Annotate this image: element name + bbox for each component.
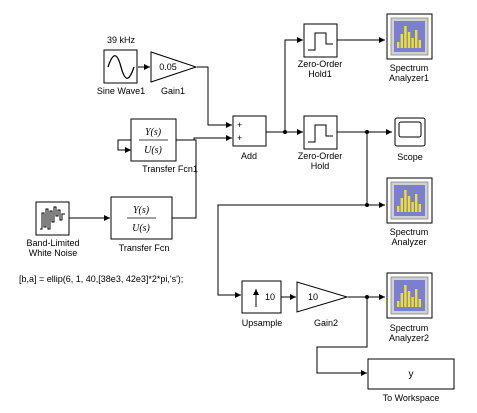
spectrum-analyzer1-block[interactable]: Spectrum Analyzer1 (386, 13, 433, 83)
spectrum-analyzer2-label-line2: Analyzer2 (389, 333, 429, 343)
upsample-block[interactable]: 10 Upsample (241, 280, 283, 328)
spectrum-analyzer1-icon (397, 26, 421, 48)
transfer-fcn-label: Transfer Fcn (119, 243, 170, 253)
spectrum-analyzer2-icon (397, 285, 421, 307)
zoh-label-line2: Hold (311, 161, 330, 171)
ellip-annotation: [b,a] = ellip(6, 1, 40,[38e3, 42e3]*2*pi… (19, 274, 183, 284)
spectrum-analyzer-icon (397, 190, 421, 212)
zoh1-label-line2: Hold1 (308, 69, 332, 79)
scope-label: Scope (397, 152, 423, 162)
zoh-step-icon (308, 124, 333, 143)
add-plus-2: + (237, 133, 242, 143)
noise-label-line1: Band-Limited (26, 238, 79, 248)
band-limited-white-noise-block[interactable]: Band-Limited White Noise (26, 201, 80, 258)
transfer-fcn-block[interactable]: Y(s) U(s) Transfer Fcn (110, 196, 173, 253)
zoh-label-line1: Zero-Order (298, 151, 343, 161)
upsample-label: Upsample (242, 318, 283, 328)
add-label: Add (241, 151, 257, 161)
branch-point-add (283, 130, 287, 134)
add-block[interactable]: + + Add (232, 115, 267, 161)
spectrum-analyzer2-label-line1: Spectrum (390, 323, 429, 333)
sine-wave-label: Sine Wave1 (97, 86, 145, 96)
scope-block[interactable]: Scope (394, 117, 426, 162)
noise-label-line2: White Noise (29, 248, 78, 258)
transfer-fcn-denominator: U(s) (132, 223, 150, 234)
noise-icon (40, 206, 65, 230)
branch-point-gain2 (365, 295, 369, 299)
gain2-block[interactable]: 10 Gain2 (296, 281, 349, 328)
to-workspace-block[interactable]: y To Workspace (367, 358, 455, 403)
sine-wave-block[interactable]: 39 kHz Sine Wave1 (97, 35, 145, 96)
zero-order-hold1-block[interactable]: Zero-Order Hold1 (298, 23, 343, 79)
spectrum-analyzer-block[interactable]: Spectrum Analyzer (386, 177, 433, 247)
branch-point-zoh (365, 130, 369, 134)
transfer-fcn-numerator: Y(s) (133, 205, 150, 216)
spectrum-analyzer1-label-line1: Spectrum (390, 63, 429, 73)
gain2-value: 10 (308, 292, 318, 302)
spectrum-analyzer1-label-line2: Analyzer1 (389, 73, 429, 83)
sine-frequency-label: 39 kHz (107, 35, 136, 45)
gain1-label: Gain1 (161, 86, 185, 96)
sine-wave-icon (107, 55, 135, 79)
gain2-label: Gain2 (314, 318, 338, 328)
transfer-fcn1-numerator: Y(s) (145, 127, 162, 138)
to-workspace-variable: y (409, 369, 414, 380)
transfer-fcn1-denominator: U(s) (144, 145, 162, 156)
transfer-fcn1-block[interactable]: Y(s) U(s) Transfer Fcn1 (130, 118, 198, 174)
scope-screen-icon (398, 121, 422, 138)
zero-order-hold-block[interactable]: Zero-Order Hold (298, 115, 343, 171)
spectrum-analyzer-label-line1: Spectrum (390, 227, 429, 237)
to-workspace-label: To Workspace (383, 393, 440, 403)
upsample-value: 10 (265, 292, 275, 302)
branch-point-zoh-2 (365, 203, 369, 207)
add-plus-1: + (237, 120, 242, 130)
transfer-fcn1-label: Transfer Fcn1 (142, 164, 198, 174)
zoh1-step-icon (308, 32, 333, 51)
gain1-block[interactable]: 0.05 Gain1 (150, 51, 198, 96)
zoh1-label-line1: Zero-Order (298, 59, 343, 69)
spectrum-analyzer-label-line2: Analyzer (391, 237, 426, 247)
spectrum-analyzer2-block[interactable]: Spectrum Analyzer2 (386, 272, 433, 343)
gain1-value: 0.05 (159, 62, 177, 72)
